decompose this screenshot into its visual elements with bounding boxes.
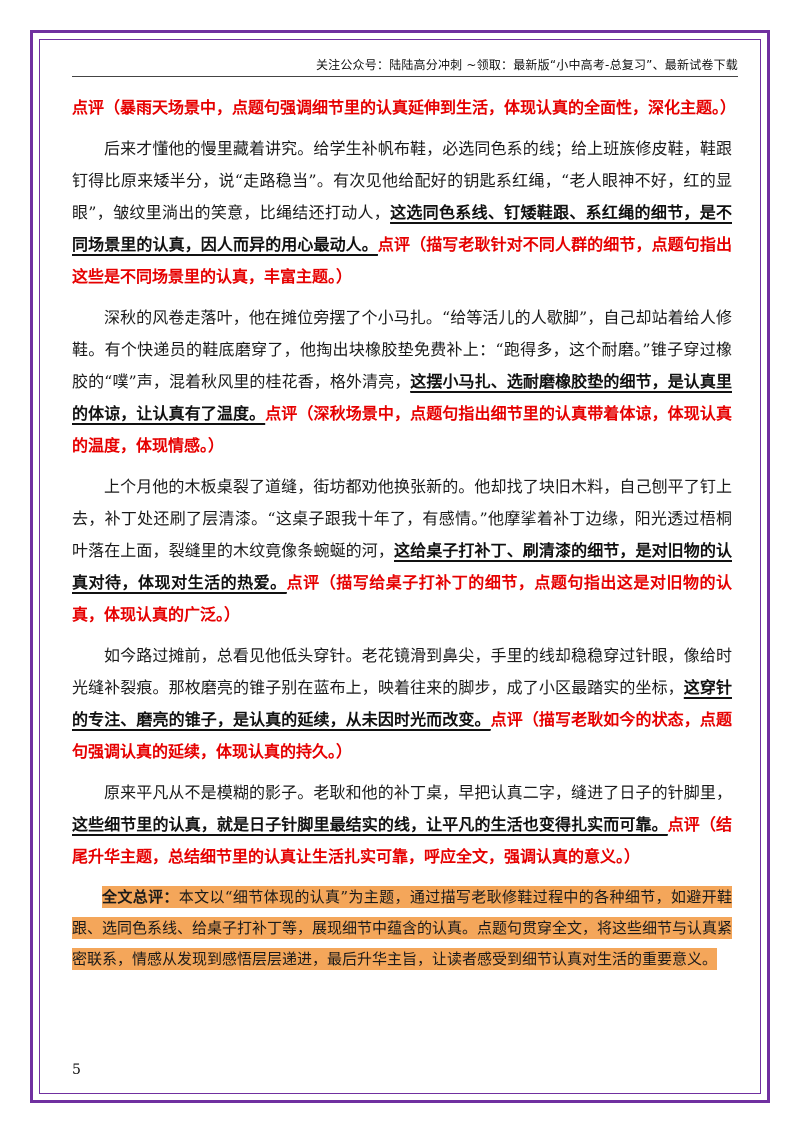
paragraph-2-text: 后来才懂他的慢里藏着讲究。给学生补帆布鞋，必选同色系的线；给上班族修皮鞋，鞋跟钉… [72,139,732,222]
paragraph-4-text: 上个月他的木板桌裂了道缝，街坊都劝他换张新的。他却找了块旧木料，自己刨平了钉上去… [72,477,732,560]
header-rule [72,76,738,77]
key-sentence-3: 这摆小马扎、选耐磨橡胶垫的细节，是认真里的体谅，让认真有了温度。 [72,372,732,424]
paragraph-3: 深秋的风卷走落叶，他在摊位旁摆了个小马扎。“给等活儿的人歇脚”，自己却站着给人修… [72,302,732,462]
paragraph-5: 如今路过摊前，总看见他低头穿针。老花镜滑到鼻尖，手里的线却稳稳穿过针眼，像给时光… [72,640,732,768]
key-sentence-4: 这给桌子打补丁、刷清漆的细节，是对旧物的认真对待，体现对生活的热爱。 [72,541,732,593]
summary-paragraph: 全文总评：本文以“细节体现的认真”为主题，通过描写老耿修鞋过程中的各种细节，如避… [72,882,733,975]
page-border-outer [30,30,770,1103]
comment-2: 点评（描写老耿针对不同人群的细节，点题句指出这些是不同场景里的认真，丰富主题。） [72,235,732,286]
paragraph-1: 点评（暴雨天场景中，点题句强调细节里的认真延伸到生活，体现认真的全面性，深化主题… [72,92,736,124]
page-border-inner [39,39,761,1094]
summary-highlight: 全文总评：本文以“细节体现的认真”为主题，通过描写老耿修鞋过程中的各种细节，如避… [72,886,733,970]
paragraph-6: 原来平凡从不是模糊的影子。老耿和他的补丁桌，早把认真二字，缝进了日子的针脚里， 这… [72,777,732,873]
comment-1: 点评（暴雨天场景中，点题句强调细节里的认真延伸到生活，体现认真的全面性，深化主题… [72,98,737,117]
key-sentence-2: 这选同色系线、钉矮鞋跟、系红绳的细节，是不同场景里的认真，因人而异的用心最动人。 [72,203,732,255]
document-body: 点评（暴雨天场景中，点题句强调细节里的认真延伸到生活，体现认真的全面性，深化主题… [72,92,736,984]
key-sentence-6: 这些细节里的认真，就是日子针脚里最结实的线，让平凡的生活也变得扎实而可靠。 [72,815,668,835]
page-header: 关注公众号：陆陆高分冲刺 ~领取：最新版“小中高考-总复习”、最新试卷下载 [315,58,738,72]
summary-text: 本文以“细节体现的认真”为主题，通过描写老耿修鞋过程中的各种细节，如避开鞋跟、选… [72,888,733,968]
summary-label: 全文总评： [102,888,179,906]
key-sentence-5: 这穿针的专注、磨亮的锥子，是认真的延续，从未因时光而改变。 [72,678,732,730]
paragraph-2: 后来才懂他的慢里藏着讲究。给学生补帆布鞋，必选同色系的线；给上班族修皮鞋，鞋跟钉… [72,133,732,293]
paragraph-5-text: 如今路过摊前，总看见他低头穿针。老花镜滑到鼻尖，手里的线却稳稳穿过针眼，像给时光… [72,646,732,697]
comment-3: 点评（深秋场景中，点题句指出细节里的认真带着体谅，体现认真的温度，体现情感。） [72,404,732,455]
paragraph-6-text: 原来平凡从不是模糊的影子。老耿和他的补丁桌，早把认真二字，缝进了日子的针脚里， [104,783,732,802]
comment-5: 点评（描写老耿如今的状态，点题句强调认真的延续，体现认真的持久。） [72,710,732,761]
paragraph-4: 上个月他的木板桌裂了道缝，街坊都劝他换张新的。他却找了块旧木料，自己刨平了钉上去… [72,471,732,631]
page-number: 5 [72,1062,81,1078]
comment-4: 点评（描写给桌子打补丁的细节，点题句指出这是对旧物的认真，体现认真的广泛。） [72,573,732,624]
comment-6: 点评（结尾升华主题，总结细节里的认真让生活扎实可靠，呼应全文，强调认真的意义。） [72,815,732,866]
paragraph-3-text: 深秋的风卷走落叶，他在摊位旁摆了个小马扎。“给等活儿的人歇脚”，自己却站着给人修… [72,308,732,391]
